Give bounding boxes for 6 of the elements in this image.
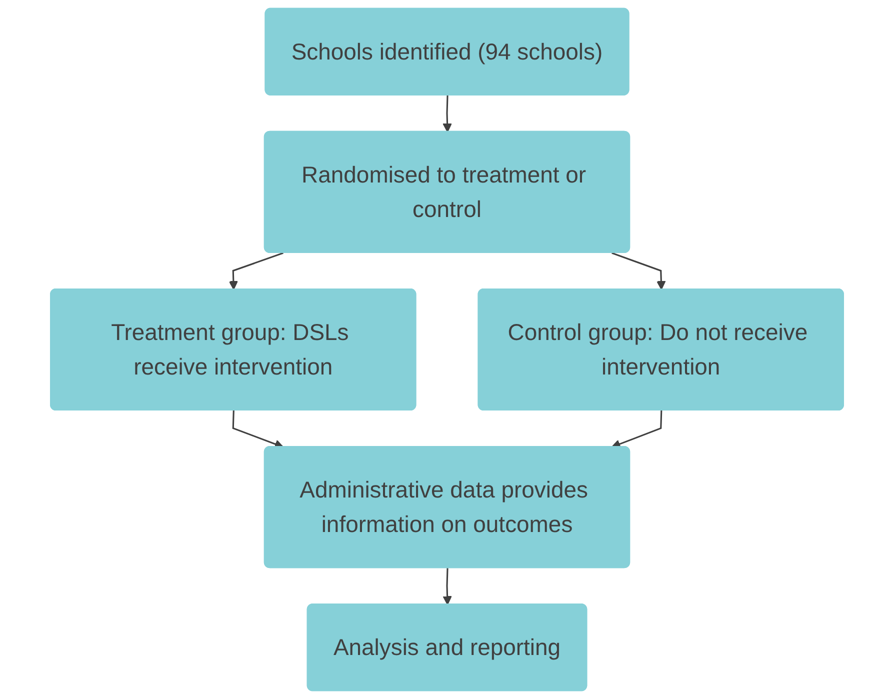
arrow — [228, 252, 284, 290]
arrow — [232, 410, 284, 448]
arrow — [442, 95, 452, 132]
arrow — [442, 568, 452, 605]
arrow — [612, 252, 666, 290]
arrow — [611, 410, 662, 448]
